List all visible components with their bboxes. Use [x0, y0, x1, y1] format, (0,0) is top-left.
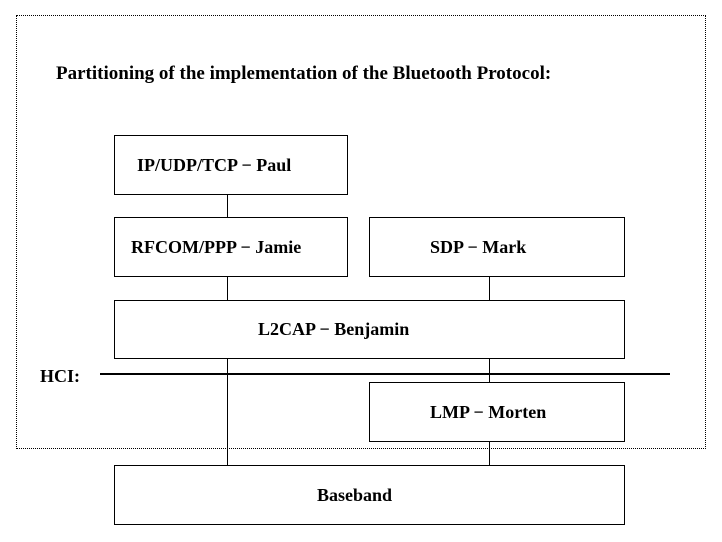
diagram-title: Partitioning of the implementation of th…: [56, 63, 552, 84]
box-rfcom-ppp: RFCOM/PPP − Jamie: [114, 217, 348, 277]
connector-sdp-l2cap: [489, 276, 490, 301]
box-l2cap: L2CAP − Benjamin: [114, 300, 625, 359]
hci-boundary-line: [100, 373, 670, 375]
box-lmp: LMP − Morten: [369, 382, 625, 442]
box-baseband-label: Baseband: [317, 484, 393, 505]
box-sdp: SDP − Mark: [369, 217, 625, 277]
hci-label: HCI:: [40, 366, 80, 386]
connector-l2cap-lmp: [489, 358, 490, 383]
box-l2cap-label: L2CAP − Benjamin: [258, 319, 410, 339]
box-ip-udp-tcp-label: IP/UDP/TCP − Paul: [137, 154, 292, 175]
connector-l2cap-baseband: [227, 358, 228, 466]
connector-ip-rfcom: [227, 194, 228, 218]
box-baseband: Baseband: [114, 465, 625, 525]
box-lmp-label: LMP − Morten: [430, 401, 547, 422]
box-sdp-label: SDP − Mark: [430, 236, 527, 257]
connector-rfcom-l2cap: [227, 276, 228, 301]
box-ip-udp-tcp: IP/UDP/TCP − Paul: [114, 135, 348, 195]
connector-lmp-baseband: [489, 441, 490, 466]
host-boundary-frame: [16, 15, 706, 449]
box-rfcom-ppp-label: RFCOM/PPP − Jamie: [131, 236, 302, 257]
